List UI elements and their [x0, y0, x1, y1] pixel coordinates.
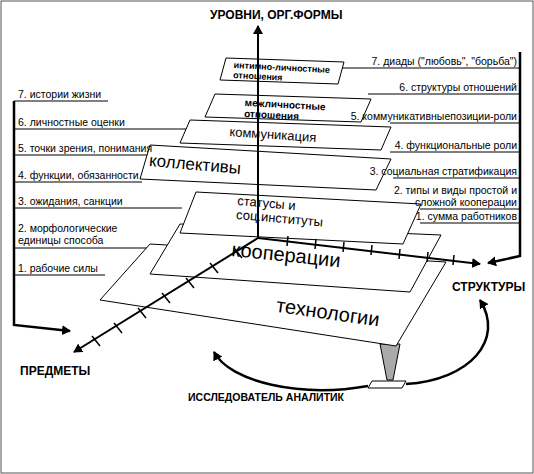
- list-item-label: 1. рабочие силы: [18, 262, 98, 275]
- axis-label: ПРЕДМЕТЫ: [20, 364, 90, 378]
- curved-arrow: [406, 300, 488, 384]
- list-item-label: 3. социальная стратификация: [300, 165, 517, 178]
- leader-line: [14, 101, 108, 102]
- list-item-label: 1. сумма работников: [300, 210, 517, 223]
- leader-line: [390, 152, 520, 153]
- leader-line: [14, 129, 205, 130]
- level-plane: коллективы: [138, 143, 393, 193]
- list-item-label: 2. морфологические единицы способа: [18, 222, 143, 246]
- level-plane: коммуникация: [178, 118, 393, 152]
- list-item-label: 6. структуры отношений: [300, 81, 517, 94]
- plane-shape: [180, 120, 391, 150]
- list-item-label: 4. функции, обязанности: [18, 169, 139, 182]
- tick: [453, 255, 454, 265]
- plane-shape: [100, 244, 446, 346]
- leader-line: [14, 182, 142, 183]
- tick: [92, 336, 100, 346]
- list-item-label: 6. личностные оценки: [18, 116, 125, 129]
- level-plane: статусы и соц.институты: [178, 188, 423, 248]
- tick: [138, 308, 146, 318]
- leader-line: [14, 208, 182, 209]
- list-item-label: 3. ожидания, санкции: [18, 195, 123, 208]
- plane-shape: [140, 145, 391, 190]
- leader-line: [368, 94, 520, 95]
- person-body: [380, 344, 400, 380]
- list-item-label: 5. коммуникативныепозиции-роли: [300, 110, 517, 123]
- person-base: [368, 381, 406, 388]
- tick: [114, 323, 122, 333]
- leader-line: [420, 209, 520, 210]
- list-item-label: 2. типы и виды простой и сложной коопера…: [365, 184, 517, 208]
- level-plane: межличностные отношения: [203, 92, 373, 124]
- leader-line: [420, 223, 520, 224]
- list-item-label: 4. функциональные роли: [300, 139, 517, 152]
- level-plane: интимно-личностные отношения: [218, 56, 346, 86]
- axis-label: ИССЛЕДОВАТЕЛЬ АНАЛИТИК: [188, 391, 344, 404]
- leader-line: [390, 123, 520, 124]
- axis-label: УРОВНИ, ОРГ.ФОРМЫ: [210, 8, 342, 22]
- list-item-label: 7. диады ("любовь", "борьба"): [300, 55, 517, 68]
- leader-line: [14, 248, 150, 249]
- left-bracket-arrow: [14, 101, 70, 331]
- leader-line: [14, 275, 105, 276]
- leader-line: [340, 68, 520, 69]
- leader-line: [393, 178, 520, 179]
- curved-arrow: [214, 352, 368, 390]
- axis-label: СТРУКТУРЫ: [452, 280, 525, 294]
- list-item-label: 5. точки зрения, понимания: [18, 142, 152, 155]
- list-item-label: 7. истории жизни: [18, 88, 101, 101]
- plane-title: межличностные отношения: [244, 97, 345, 124]
